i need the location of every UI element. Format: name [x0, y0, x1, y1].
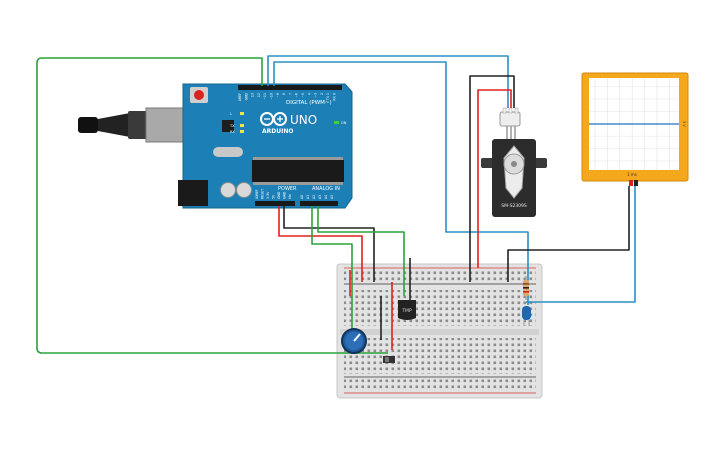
analog-pin-label-4: A4: [324, 195, 328, 199]
scope-time-readout: 1 ms: [627, 172, 637, 177]
digital-pin-label-2: 13: [251, 93, 255, 97]
on-led-label: ON: [341, 121, 347, 125]
wire-blue-scope: [526, 186, 636, 303]
digital-pin-label-13: 2: [320, 93, 324, 95]
analog-header[interactable]: [300, 201, 338, 206]
analog-pin-label-1: A1: [306, 195, 310, 199]
power-pin-label-1: RESET: [261, 189, 265, 199]
power-header[interactable]: [255, 201, 295, 206]
digital-pin-label-1: GND: [244, 92, 248, 100]
scope-volt-readout: 5 V: [682, 121, 686, 127]
power-pin-label-4: GND: [277, 191, 281, 199]
wire-black-servo: [469, 75, 515, 282]
usb-cable: [78, 107, 195, 143]
analog-pin-label-3: A3: [318, 195, 322, 199]
resistor[interactable]: [523, 276, 529, 300]
analog-pin-label-2: A2: [312, 195, 316, 199]
digital-pin-label-6: ~9: [276, 93, 280, 98]
digital-pin-label-7: 8: [282, 93, 286, 95]
sensor-label: TMP: [401, 308, 412, 314]
wire-red-5v: [278, 206, 363, 282]
analog-pin-label-5: A5: [330, 195, 334, 199]
digital-pin-label-3: 12: [257, 93, 261, 97]
wires: [36, 55, 636, 354]
digital-pin-label-8: 7: [288, 93, 292, 95]
servo-motor[interactable]: SM-S2309S: [481, 107, 547, 217]
power-header-label: POWER: [278, 186, 297, 192]
analog-header-label: ANALOG IN: [312, 186, 340, 192]
brand-label: ARDUINO: [262, 128, 293, 135]
wire-black-gnd: [283, 206, 375, 282]
digital-pin-label-10: ~5: [301, 93, 305, 98]
wire-green-loop: [36, 57, 388, 354]
oscilloscope[interactable]: 1 ms 5 V: [581, 72, 689, 186]
potentiometer[interactable]: [341, 328, 367, 354]
digital-pin-label-12: ~3: [314, 93, 318, 98]
wire-green-a0: [311, 206, 353, 330]
digital-pin-label-0: AREF: [238, 93, 242, 101]
wire-blue-led: [273, 61, 529, 305]
digital-pin-label-5: ~10: [270, 93, 274, 100]
temperature-sensor[interactable]: TMP: [398, 300, 416, 320]
digital-pin-label-15: RX 0: [333, 93, 337, 100]
breadboard[interactable]: [336, 263, 543, 399]
arduino-logo-icon: [260, 112, 287, 126]
servo-label: SM-S2309S: [501, 203, 527, 209]
power-pin-label-0: IOREF: [255, 189, 259, 199]
power-pin-label-2: 3.3V: [266, 191, 270, 199]
analog-pin-label-0: A0: [300, 195, 304, 199]
l-led-label: L: [230, 112, 232, 116]
digital-pin-label-14: TX 1: [326, 93, 330, 101]
rx-led-label: RX: [230, 130, 235, 134]
digital-pin-label-11: 4: [307, 93, 311, 95]
wire-blue-servo: [267, 55, 509, 108]
digital-pin-label-9: ~6: [295, 93, 299, 98]
wire-red-servo: [477, 89, 512, 268]
model-label: UNO: [290, 113, 317, 127]
wire-black-scope: [507, 186, 630, 282]
digital-header[interactable]: [238, 85, 342, 90]
power-pin-label-3: 5V: [272, 194, 276, 199]
led[interactable]: [522, 306, 531, 326]
digital-pin-label-4: ~11: [263, 93, 267, 100]
power-pin-label-6: Vin: [288, 194, 292, 199]
digital-header-label: DIGITAL (PWM~): [286, 100, 332, 106]
slide-switch[interactable]: [383, 356, 395, 363]
tx-led-label: TX: [229, 124, 235, 128]
power-pin-label-5: GND: [283, 191, 287, 199]
wire-green-a1: [317, 206, 405, 296]
